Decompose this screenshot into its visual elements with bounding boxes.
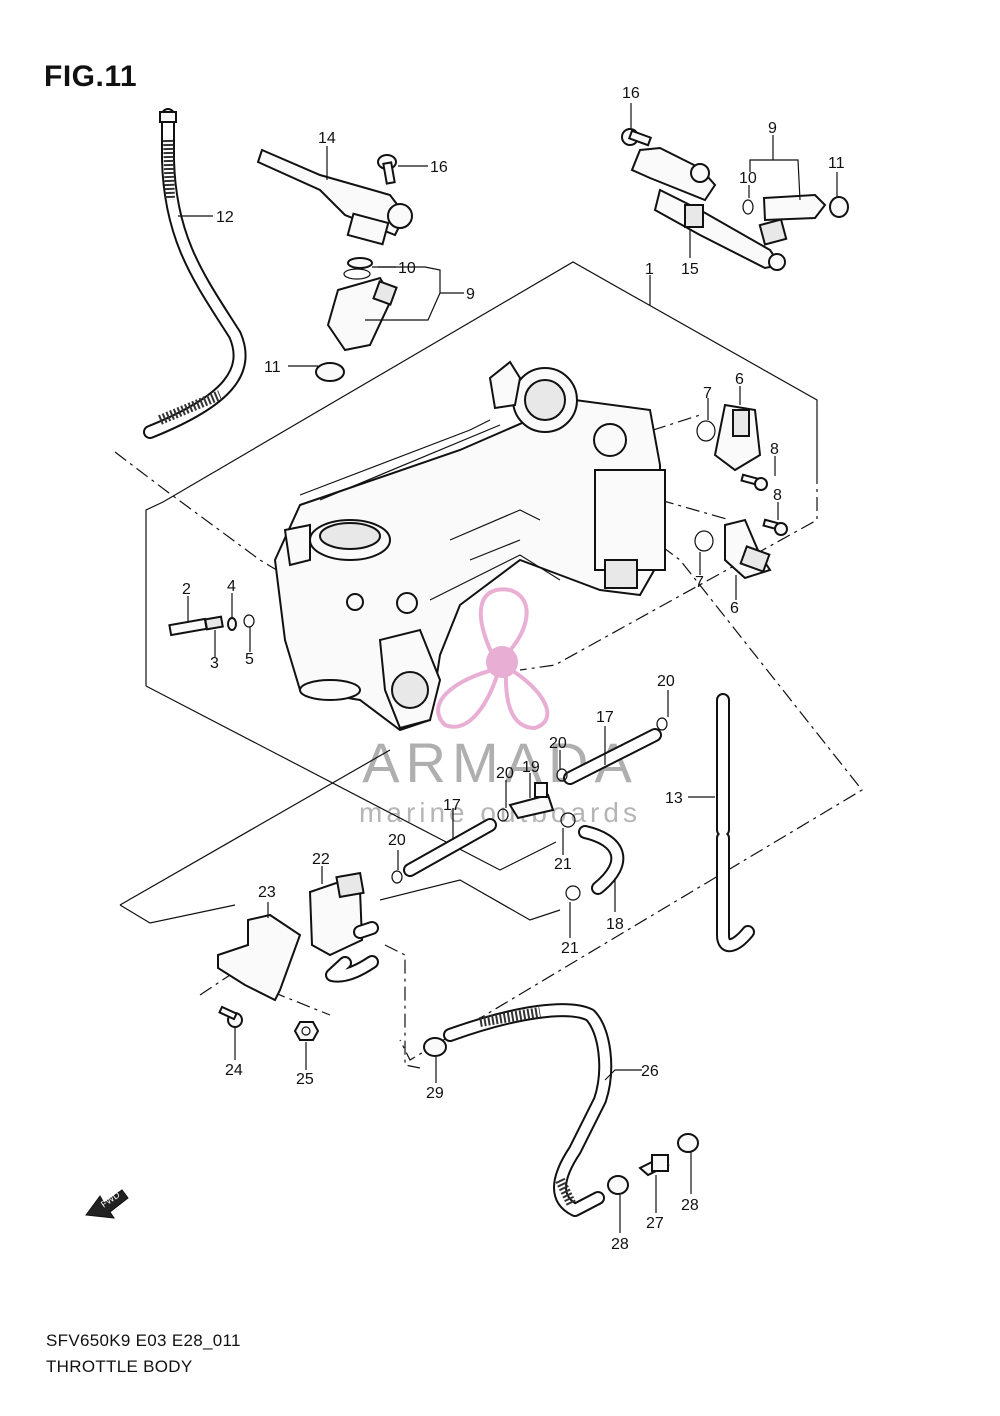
callout-21-upper: 21 [554,856,572,873]
callout-20-a: 20 [657,673,675,690]
part-12-fuel-hose [143,108,247,439]
callout-4: 4 [227,578,236,595]
part-18-bent-hose [578,825,625,895]
part-7-o-ring-upper [696,420,716,442]
part-19-tee-joint [508,782,555,820]
leader-lines [178,103,838,1233]
part-25-nut [293,1021,320,1041]
callout-10-left: 10 [398,260,416,277]
part-28-clamps [607,1133,699,1195]
part-17-tube-upper [563,728,662,785]
callout-15: 15 [681,261,699,278]
callout-25: 25 [296,1071,314,1088]
part-8-screw-lower [762,518,788,536]
part-27-fitting [638,1154,670,1177]
callout-20-d: 20 [388,832,406,849]
callout-16-left: 16 [430,159,448,176]
callout-3: 3 [210,655,219,672]
part-21-clips [560,812,581,901]
part-13-hose [716,693,755,953]
watermark-tagline: marine outboards [359,797,641,828]
callout-1: 1 [645,261,654,278]
callout-23: 23 [258,884,276,901]
callout-8-lower: 8 [773,487,782,504]
callout-18: 18 [606,916,624,933]
callout-16-right: 16 [622,85,640,102]
callout-21-lower: 21 [561,940,579,957]
part-29-clamp [423,1037,447,1057]
callout-13: 13 [665,790,683,807]
part-8-screw-upper [740,473,768,491]
callout-19: 19 [522,759,540,776]
part-15-fuel-rail-right [630,146,786,271]
callout-7-lower: 7 [695,574,704,591]
callout-11-right: 11 [828,155,845,172]
part-9-injector-left [315,257,398,382]
forward-arrow-icon: FWD [85,1189,129,1219]
callout-5: 5 [245,651,254,668]
section-name: THROTTLE BODY [46,1357,193,1376]
part-23-bracket [217,913,302,1002]
callout-27: 27 [646,1215,664,1232]
callout-26: 26 [641,1063,659,1080]
part-5-o-ring [243,614,255,628]
callout-12: 12 [216,209,234,226]
callout-14: 14 [318,130,336,147]
part-3-spring [204,615,224,631]
callout-6-lower: 6 [730,600,739,617]
callout-17-upper: 17 [596,709,614,726]
part-7-o-ring-lower [694,530,714,552]
callout-9-right: 9 [768,120,777,137]
part-22-solenoid-valve [308,871,379,983]
callout-7-upper: 7 [703,385,712,402]
part-16-screw-top-right [621,128,653,147]
callout-20-c: 20 [496,765,514,782]
callout-17-lower: 17 [443,797,461,814]
part-17-tube-lower [403,818,497,877]
model-code: SFV650K9 E03 E28_011 [46,1331,241,1350]
part-26-braided-hose [443,1003,613,1217]
part-14-fuel-rail [256,148,413,246]
propeller-logo-icon [436,587,550,731]
callout-28-left: 28 [611,1236,629,1253]
part-1-throttle-body [273,360,666,732]
callout-28-right: 28 [681,1197,699,1214]
callout-labels: 1 2 3 4 5 6 6 7 7 8 8 9 9 10 10 11 11 12… [182,85,845,1253]
callout-10-right: 10 [739,170,757,187]
part-20-clips [391,717,668,884]
callout-22: 22 [312,851,330,868]
callout-24: 24 [225,1062,243,1079]
callout-9-left: 9 [466,286,475,303]
part-6-sensor-lower [724,518,772,580]
part-24-bolt [218,1005,243,1028]
callout-2: 2 [182,581,191,598]
part-16-screw-top-left [377,154,397,185]
part-4-washer [227,617,237,631]
callout-6-upper: 6 [735,371,744,388]
part-9-injector-right [742,193,849,246]
figure-title: FIG.11 [44,60,138,93]
callout-11-left: 11 [264,359,281,376]
callout-29: 29 [426,1085,444,1102]
callout-8-upper: 8 [770,441,779,458]
part-6-sensor-upper [713,403,762,472]
callout-20-b: 20 [549,735,567,752]
